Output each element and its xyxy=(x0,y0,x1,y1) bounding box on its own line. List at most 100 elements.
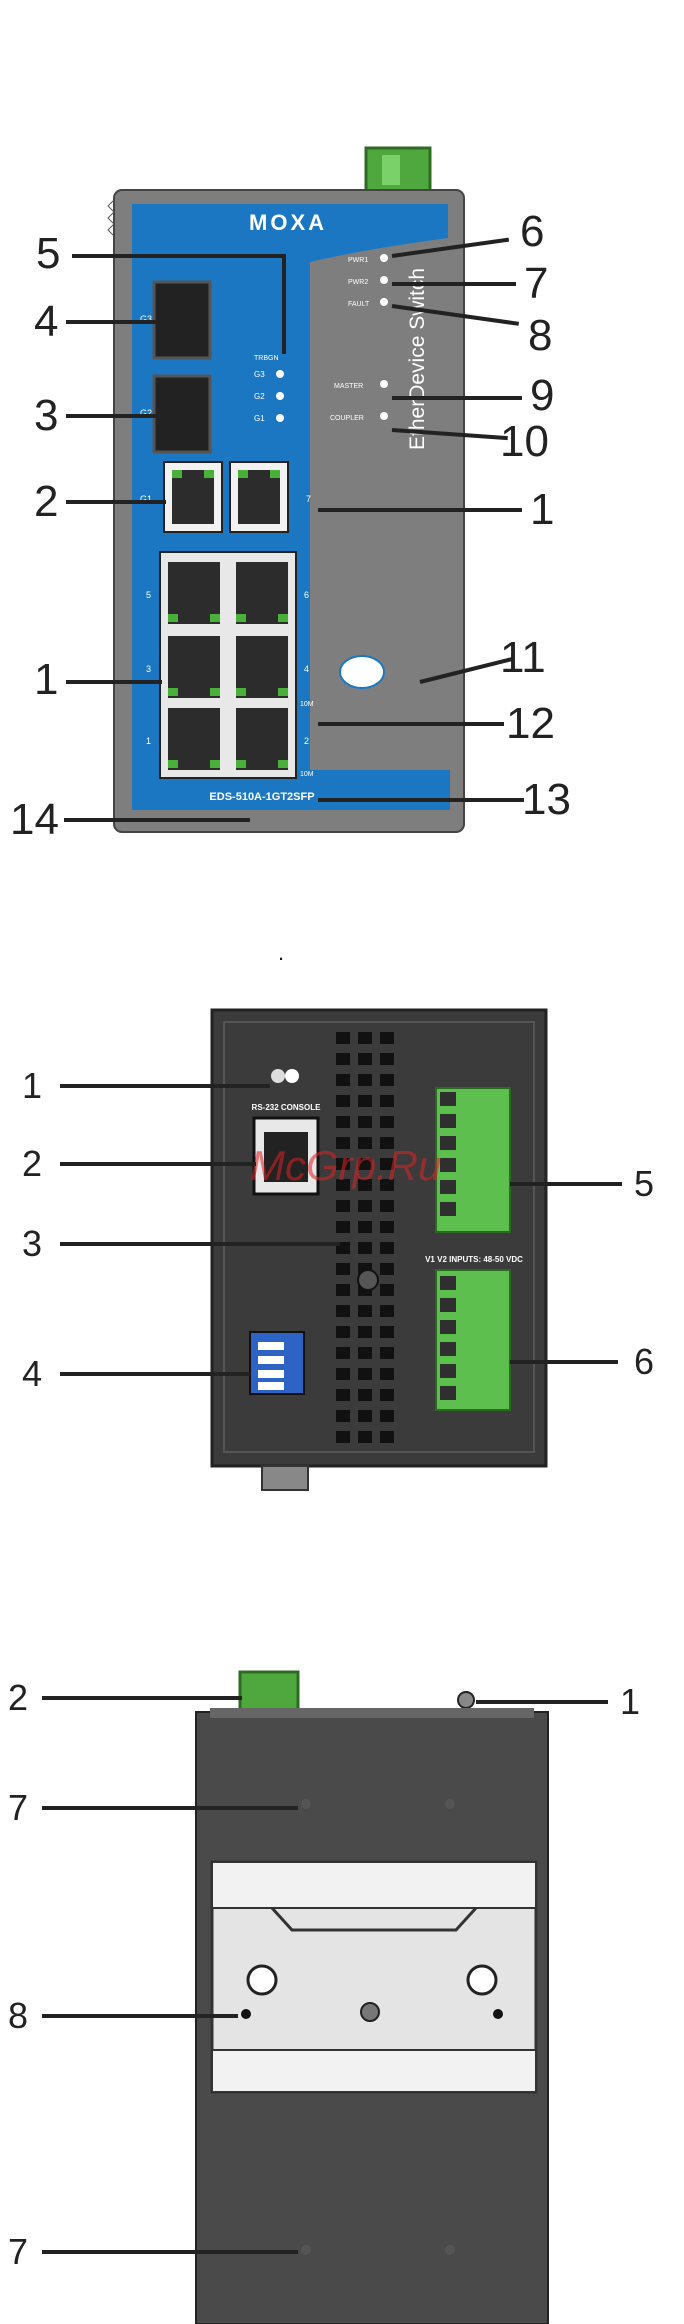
leader-1b xyxy=(318,508,522,512)
vent-slot xyxy=(358,1221,372,1233)
vent-slot xyxy=(358,1200,372,1212)
vertical-product-label: EtherDevice Switch xyxy=(406,268,429,450)
sfp-slot-g2 xyxy=(154,376,210,452)
sfp-slot-g3 xyxy=(154,282,210,358)
vent-slot xyxy=(336,1410,350,1422)
console-label: RS-232 CONSOLE xyxy=(252,1103,322,1112)
callout-8: 8 xyxy=(528,314,552,358)
callout-5: 5 xyxy=(36,232,60,276)
leader-9 xyxy=(392,396,522,400)
bcallout-1: 1 xyxy=(22,1068,42,1104)
vent-slot xyxy=(358,1095,372,1107)
vent-slot xyxy=(336,1347,350,1359)
front-view: MOXA EtherDevice Switch G3 G2 TRBGN G3 G… xyxy=(0,0,684,900)
vent-slot xyxy=(336,1053,350,1065)
bleader-6 xyxy=(510,1360,618,1364)
callout-1a: 1 xyxy=(34,658,58,702)
rear-panel-drawing xyxy=(0,1640,684,2324)
label-coupler: COUPLER xyxy=(330,415,364,422)
rleader-7a xyxy=(42,1806,298,1810)
label-fault: FAULT xyxy=(348,301,370,308)
fiber-connector xyxy=(262,1466,308,1490)
vent-slot xyxy=(358,1347,372,1359)
bcallout-2: 2 xyxy=(22,1146,42,1182)
vent-slot xyxy=(380,1032,394,1044)
bleader-3 xyxy=(60,1242,340,1246)
vent-slot xyxy=(336,1263,350,1275)
rcallout-1: 1 xyxy=(620,1684,640,1720)
label-port3: 3 xyxy=(146,664,151,674)
rleader-7b xyxy=(42,2250,298,2254)
vent-slot xyxy=(358,1242,372,1254)
callout-11: 11 xyxy=(500,636,546,680)
vent-slot xyxy=(336,1431,350,1443)
rear-view: 2 1 7 8 7 xyxy=(0,1640,684,2324)
vent-slot xyxy=(380,1263,394,1275)
callout-6: 6 xyxy=(520,210,544,254)
vent-slot xyxy=(380,1242,394,1254)
bleader-5 xyxy=(510,1182,622,1186)
led-indicator-a xyxy=(271,1069,285,1083)
din-screw-left-icon xyxy=(248,1966,276,1994)
label-pwr1: PWR1 xyxy=(348,257,368,264)
label-g1b: G1 xyxy=(254,414,265,423)
bleader-2 xyxy=(60,1162,256,1166)
leader-12 xyxy=(318,722,504,726)
rleader-8 xyxy=(42,2014,238,2018)
label-g2b: G2 xyxy=(254,392,265,401)
label-master: MASTER xyxy=(334,383,363,390)
callout-9: 9 xyxy=(530,374,554,418)
vent-slot xyxy=(358,1368,372,1380)
leader-5 xyxy=(72,254,284,258)
label-trbgn: TRBGN xyxy=(254,355,279,362)
label-g3b: G3 xyxy=(254,370,265,379)
vent-slot xyxy=(358,1410,372,1422)
label-port5: 5 xyxy=(146,590,151,600)
vent-slot xyxy=(336,1200,350,1212)
rleader-1 xyxy=(476,1700,608,1704)
vent-slot xyxy=(380,1095,394,1107)
leader-7 xyxy=(392,282,516,286)
label-port1: 1 xyxy=(146,736,151,746)
label-port6: 6 xyxy=(304,590,309,600)
callout-2: 2 xyxy=(34,480,58,524)
model-label: EDS-510A-1GT2SFP xyxy=(209,791,314,803)
callout-13: 13 xyxy=(522,778,571,822)
vent-slot xyxy=(336,1305,350,1317)
callout-1b: 1 xyxy=(530,488,554,532)
vent-slot xyxy=(336,1389,350,1401)
vent-slot xyxy=(380,1410,394,1422)
callout-12: 12 xyxy=(506,702,555,746)
label-speed-b: 10M xyxy=(300,771,314,778)
bcallout-6: 6 xyxy=(634,1344,654,1380)
vent-slot xyxy=(358,1431,372,1443)
leader-3 xyxy=(66,414,158,418)
vent-slot xyxy=(380,1347,394,1359)
vent-slot xyxy=(336,1221,350,1233)
vent-slot xyxy=(380,1053,394,1065)
din-screw-right-icon xyxy=(468,1966,496,1994)
bottom-view: RS-232 CONSOLE V1 V2 INPUTS: 48-50 VDC M… xyxy=(0,980,684,1540)
vent-slot xyxy=(336,1032,350,1044)
vent-slot xyxy=(380,1305,394,1317)
label-speed-a: 10M xyxy=(300,701,314,708)
vent-slot xyxy=(358,1116,372,1128)
vent-slot xyxy=(380,1284,394,1296)
label-port7: 7 xyxy=(306,494,311,504)
front-panel-drawing: MOXA EtherDevice Switch G3 G2 TRBGN G3 G… xyxy=(0,0,684,900)
callout-3: 3 xyxy=(34,394,58,438)
vent-slot xyxy=(380,1116,394,1128)
vent-slot xyxy=(380,1200,394,1212)
leader-4 xyxy=(66,320,158,324)
vent-slot xyxy=(380,1368,394,1380)
abc-logo-icon xyxy=(340,656,384,688)
vent-slot xyxy=(380,1221,394,1233)
rcallout-8: 8 xyxy=(8,1998,28,2034)
vent-slot xyxy=(380,1074,394,1086)
separator-dot: . xyxy=(278,940,284,966)
rcallout-2: 2 xyxy=(8,1680,28,1716)
rleader-2 xyxy=(42,1696,242,1700)
callout-14: 14 xyxy=(10,798,59,842)
bottom-panel-drawing: RS-232 CONSOLE V1 V2 INPUTS: 48-50 VDC xyxy=(0,980,684,1540)
vent-slot xyxy=(336,1326,350,1338)
